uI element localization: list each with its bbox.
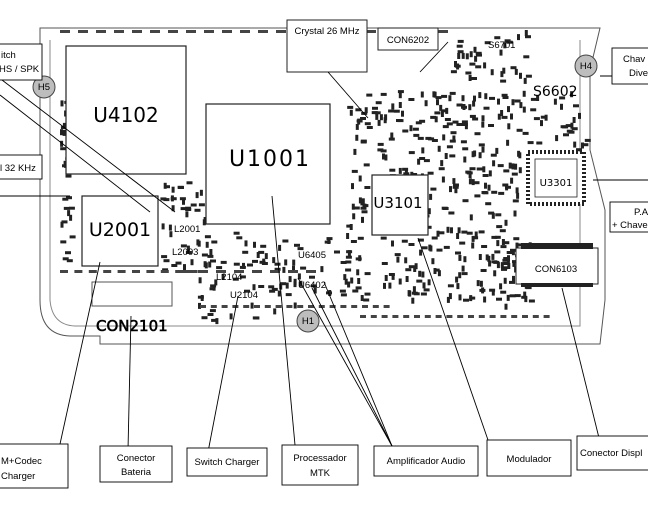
hole-h4: H4 [574,54,598,78]
small-label: U6402 [298,280,326,291]
small-label: U2104 [230,290,258,301]
callout-xtal-32khz: l 32 KHz [0,154,43,180]
chip-u1001-outline [205,103,331,225]
chip-u3301-label: U3301 [540,178,573,189]
svg-text:Conector: Conector [117,453,156,464]
svg-text:H4: H4 [580,61,592,72]
svg-text:Modulador: Modulador [507,454,552,465]
svg-text:Dive: Dive [629,68,648,79]
leader-lines [0,41,648,453]
con6202-label: CON6202 [387,35,429,46]
small-label: S6701 [488,40,515,51]
svg-text:Amplificador Audio: Amplificador Audio [387,456,466,467]
callout-conector-bateria: Conector Bateria [99,445,173,483]
callout-codec-charger: M+Codec Charger [0,443,69,489]
svg-text:Processador: Processador [293,453,346,464]
callout-pa-chaveador: P.A + Chaveador [609,201,648,233]
con2101-label: CON2101 [96,317,168,335]
con6103-label: CON6103 [535,264,577,275]
small-label: L2003 [172,247,198,258]
svg-text:+ Chaveador: + Chaveador [612,220,648,231]
callout-conector-display: Conector Displ [576,435,648,471]
connector-con6103: CON6103 [515,243,599,287]
svg-text:P.A: P.A [634,207,648,218]
chip-u1001-label: U1001 [229,147,311,172]
chip-u4102-label: U4102 [93,103,159,127]
component-pads [60,30,591,325]
svg-text:Charger: Charger [1,471,35,482]
svg-text:Conector Displ: Conector Displ [580,448,642,459]
svg-text:H1: H1 [302,316,314,327]
svg-text:Chav: Chav [623,54,645,65]
chip-u2001-outline [81,195,159,267]
callout-chaveador-diversity: Chav Dive [611,47,648,85]
chip-u3301: U3301 [526,150,586,206]
small-label: L2104 [216,272,242,283]
chip-u2001-label: U2001 [89,219,151,241]
connector-con2101: CON2101 [91,281,173,335]
small-label: U6405 [298,250,326,261]
con6202-outline [377,27,439,51]
callout-processador-mtk: Processador MTK [281,444,359,486]
hole-h5: H5 [32,75,56,99]
crystal-outline [286,19,368,73]
svg-text:MTK: MTK [310,468,331,479]
callout-switch-hs-spk: itch HS / SPK [0,43,43,81]
callout-switch-charger: Switch Charger [186,447,268,477]
callout-modulador: Modulador [486,439,572,477]
hole-h1: H1 [296,309,320,333]
svg-text:Switch Charger: Switch Charger [195,457,260,468]
small-label: L2001 [174,224,200,235]
svg-text:Bateria: Bateria [121,467,152,478]
chip-u4102-outline [65,45,187,175]
svg-text:M+Codec: M+Codec [1,456,42,467]
svg-text:HS / SPK: HS / SPK [0,64,40,75]
svg-text:l 32 KHz: l 32 KHz [0,163,36,174]
board-inner-outline [49,40,581,327]
svg-text:H5: H5 [38,82,50,93]
crystal-label: Crystal 26 MHz [295,26,360,37]
chip-u3101-outline [371,174,429,236]
svg-text:itch: itch [1,50,16,61]
s6602-label: S6602 [533,84,578,100]
chip-u3101-label: U3101 [373,194,422,212]
callout-amplificador-audio: Amplificador Audio [373,445,479,477]
